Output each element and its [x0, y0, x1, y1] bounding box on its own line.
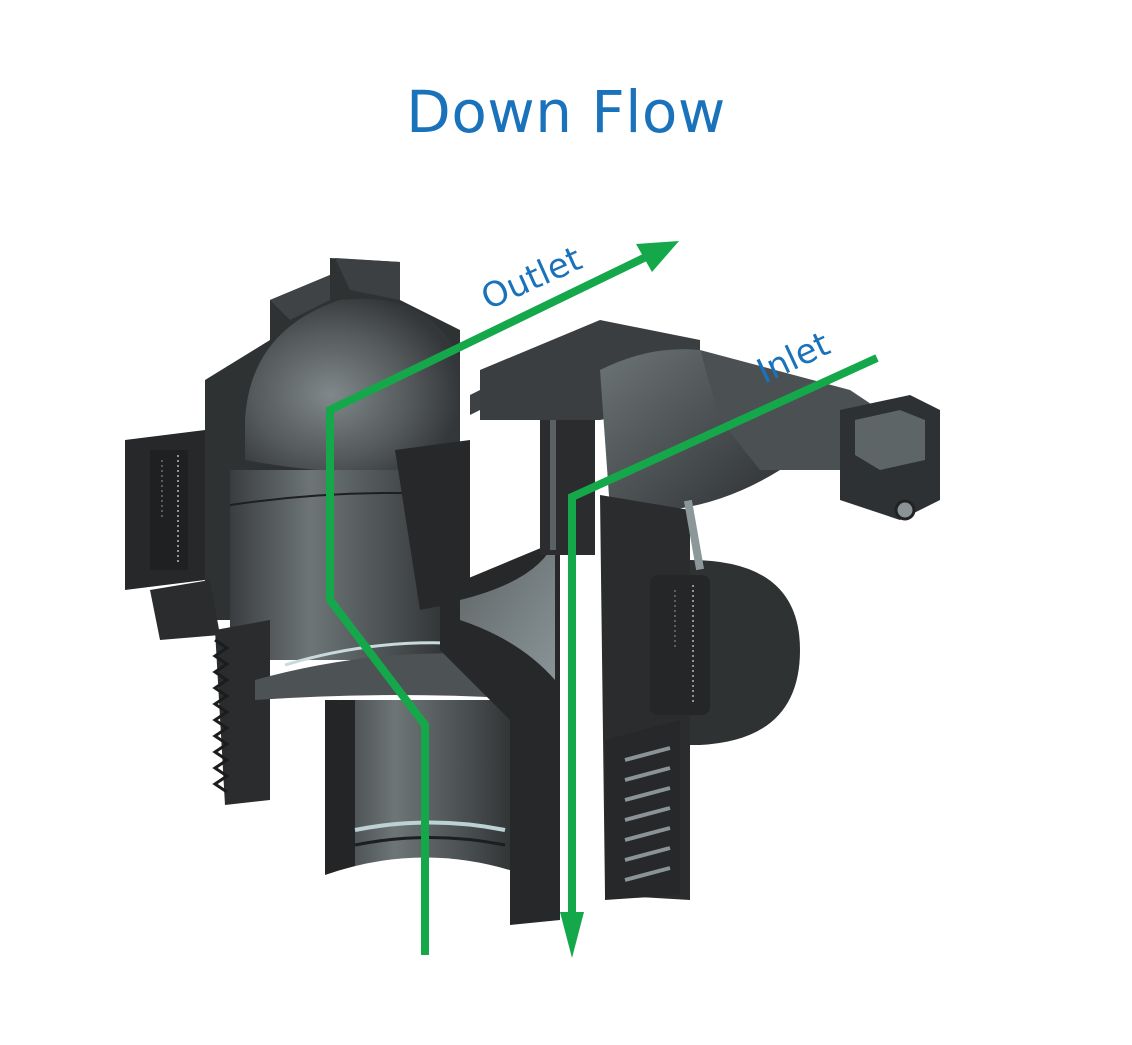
outlet-arrowhead-icon	[636, 241, 679, 272]
outlet-flow-arrow	[326, 241, 679, 955]
inlet-arrowhead-icon	[560, 912, 584, 958]
thread-right	[605, 720, 680, 900]
side-clip-left	[150, 450, 188, 570]
outlet-label: Outlet	[475, 239, 588, 318]
diagram-title: Down Flow	[406, 78, 726, 146]
inlet-flow-arrow	[560, 354, 879, 958]
side-clip-right	[650, 499, 710, 715]
right-housing	[480, 320, 940, 900]
